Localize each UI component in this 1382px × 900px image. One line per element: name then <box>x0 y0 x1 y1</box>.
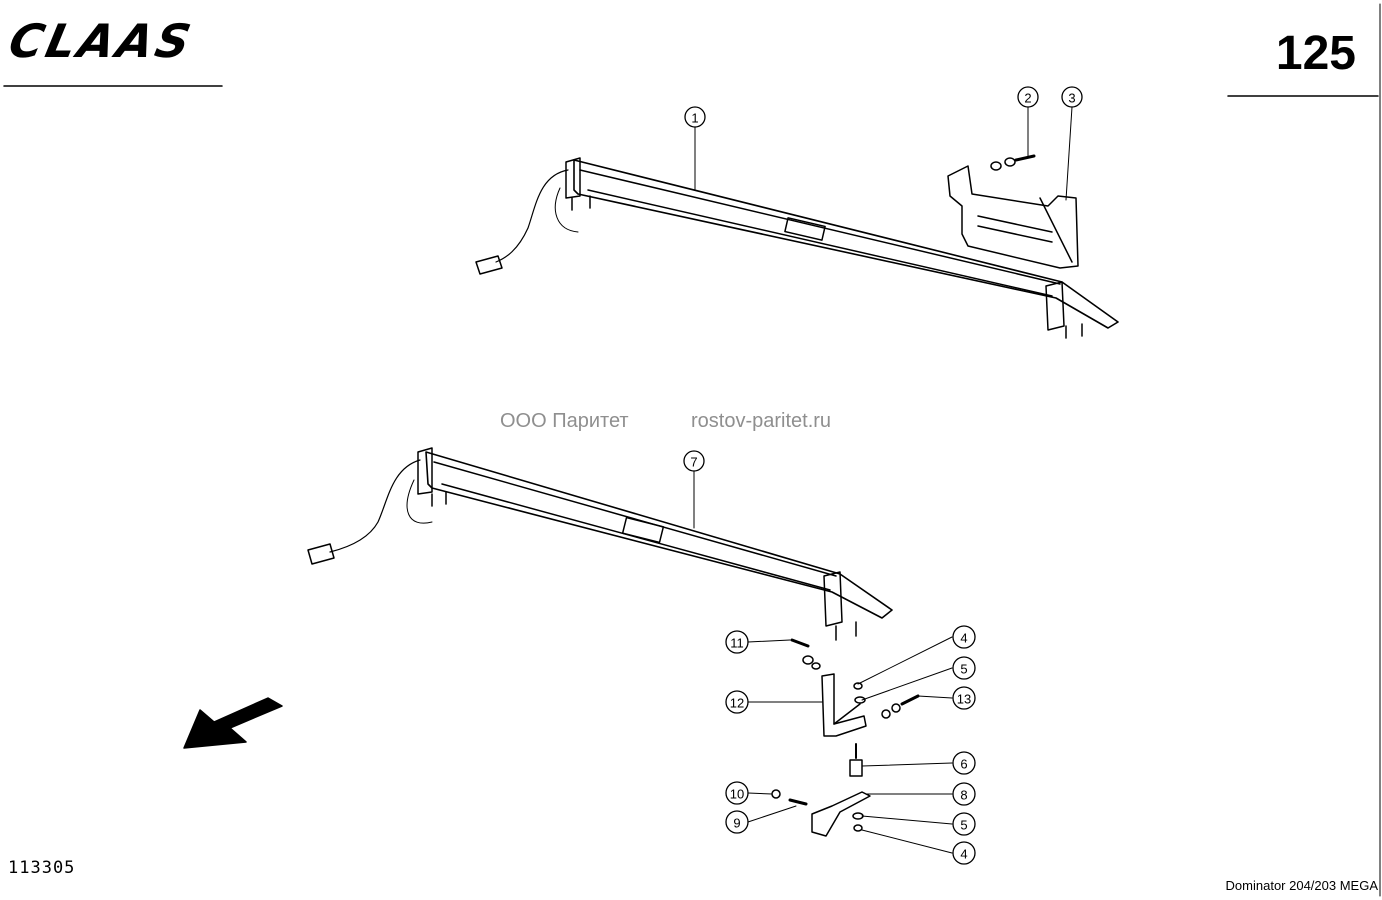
callout-11 <box>725 630 749 654</box>
guard-slot-a <box>977 215 1053 233</box>
upper-beam-assembly <box>475 157 1119 339</box>
washer-13 <box>891 703 901 713</box>
washer-5-upper <box>854 696 866 704</box>
bolt-9 <box>788 798 808 806</box>
guard-plate <box>947 165 1079 269</box>
callout-label: 7 <box>690 455 697 470</box>
lower-left-bracket <box>417 447 433 495</box>
callout-label: 5 <box>960 662 967 677</box>
upper-beam-edge-lower <box>587 189 1053 297</box>
callout-label: 5 <box>960 818 967 833</box>
upper-cable-connector <box>475 255 503 275</box>
bolt-13 <box>900 694 920 706</box>
callout-4-lower <box>952 841 976 865</box>
mount-parts <box>771 638 920 837</box>
callout-label: 11 <box>730 636 744 651</box>
lower-cable <box>329 459 421 553</box>
watermark-company: ООО Паритет <box>500 410 629 432</box>
upper-right-bracket <box>1045 281 1065 331</box>
callout-label: 13 <box>957 692 971 707</box>
machine-model: Dominator 204/203 MEGA <box>1225 878 1378 893</box>
bracket-12-flange <box>833 703 861 725</box>
callout-5-upper <box>952 656 976 680</box>
upper-beam <box>573 159 1119 329</box>
callout-labels: 1 2 3 7 11 4 5 12 13 6 10 8 9 5 4 <box>690 91 1075 862</box>
nut-4-upper <box>853 682 863 690</box>
lower-beam-assembly <box>307 447 893 641</box>
callout-9 <box>725 810 749 834</box>
lower-cable-branch <box>406 479 433 524</box>
callout-label: 4 <box>960 631 967 646</box>
callout-label: 3 <box>1068 91 1075 106</box>
page-number: 125 <box>1275 27 1356 80</box>
nut-4-lower <box>853 824 863 832</box>
callout-label: 10 <box>730 787 744 802</box>
callout-label: 8 <box>960 788 967 803</box>
upper-beam-edge <box>579 169 1061 285</box>
callout-label: 2 <box>1024 91 1031 106</box>
nut-13 <box>881 709 891 719</box>
washer-11a <box>802 655 814 665</box>
lower-beam-label-plate <box>621 516 665 544</box>
lower-beam <box>425 451 893 619</box>
guard-plate-assembly <box>947 154 1079 269</box>
bracket-12 <box>821 673 867 737</box>
upper-left-bracket <box>565 157 581 199</box>
upper-beam-label-plate <box>784 217 826 241</box>
callout-5-lower <box>952 812 976 836</box>
callout-8 <box>952 782 976 806</box>
bracket-8 <box>811 791 871 837</box>
callout-label: 4 <box>960 847 967 862</box>
lower-cable-connector <box>307 543 335 565</box>
watermark-site: rostov-paritet.ru <box>691 410 832 432</box>
callout-10 <box>725 781 749 805</box>
callout-13 <box>952 686 976 710</box>
bolt-11 <box>790 638 810 648</box>
callout-1 <box>684 106 706 128</box>
drawing-number: 113305 <box>8 858 76 878</box>
callouts <box>683 86 1083 865</box>
washer-11b <box>811 662 821 670</box>
bolt-2 <box>1014 154 1036 162</box>
callout-label: 12 <box>730 696 744 711</box>
callout-label: 9 <box>733 816 740 831</box>
lower-right-bracket <box>823 571 843 627</box>
callout-3 <box>1061 86 1083 108</box>
direction-arrow-icon <box>183 697 283 749</box>
callout-label: 6 <box>960 757 967 772</box>
callout-4-upper <box>952 625 976 649</box>
callout-label: 1 <box>691 111 698 126</box>
callout-12 <box>725 690 749 714</box>
upper-cable <box>495 169 569 263</box>
leader-lines <box>693 106 1073 854</box>
washer-2b <box>1004 157 1016 167</box>
callout-7 <box>683 450 705 472</box>
guard-hatch-edge <box>1039 197 1073 263</box>
washer-2a <box>990 161 1002 171</box>
callout-2 <box>1017 86 1039 108</box>
rubber-mount-6 <box>849 759 863 777</box>
washer-10 <box>771 789 781 799</box>
guard-slot-b <box>977 225 1053 243</box>
callout-6 <box>952 751 976 775</box>
upper-cable-branch <box>554 187 579 233</box>
